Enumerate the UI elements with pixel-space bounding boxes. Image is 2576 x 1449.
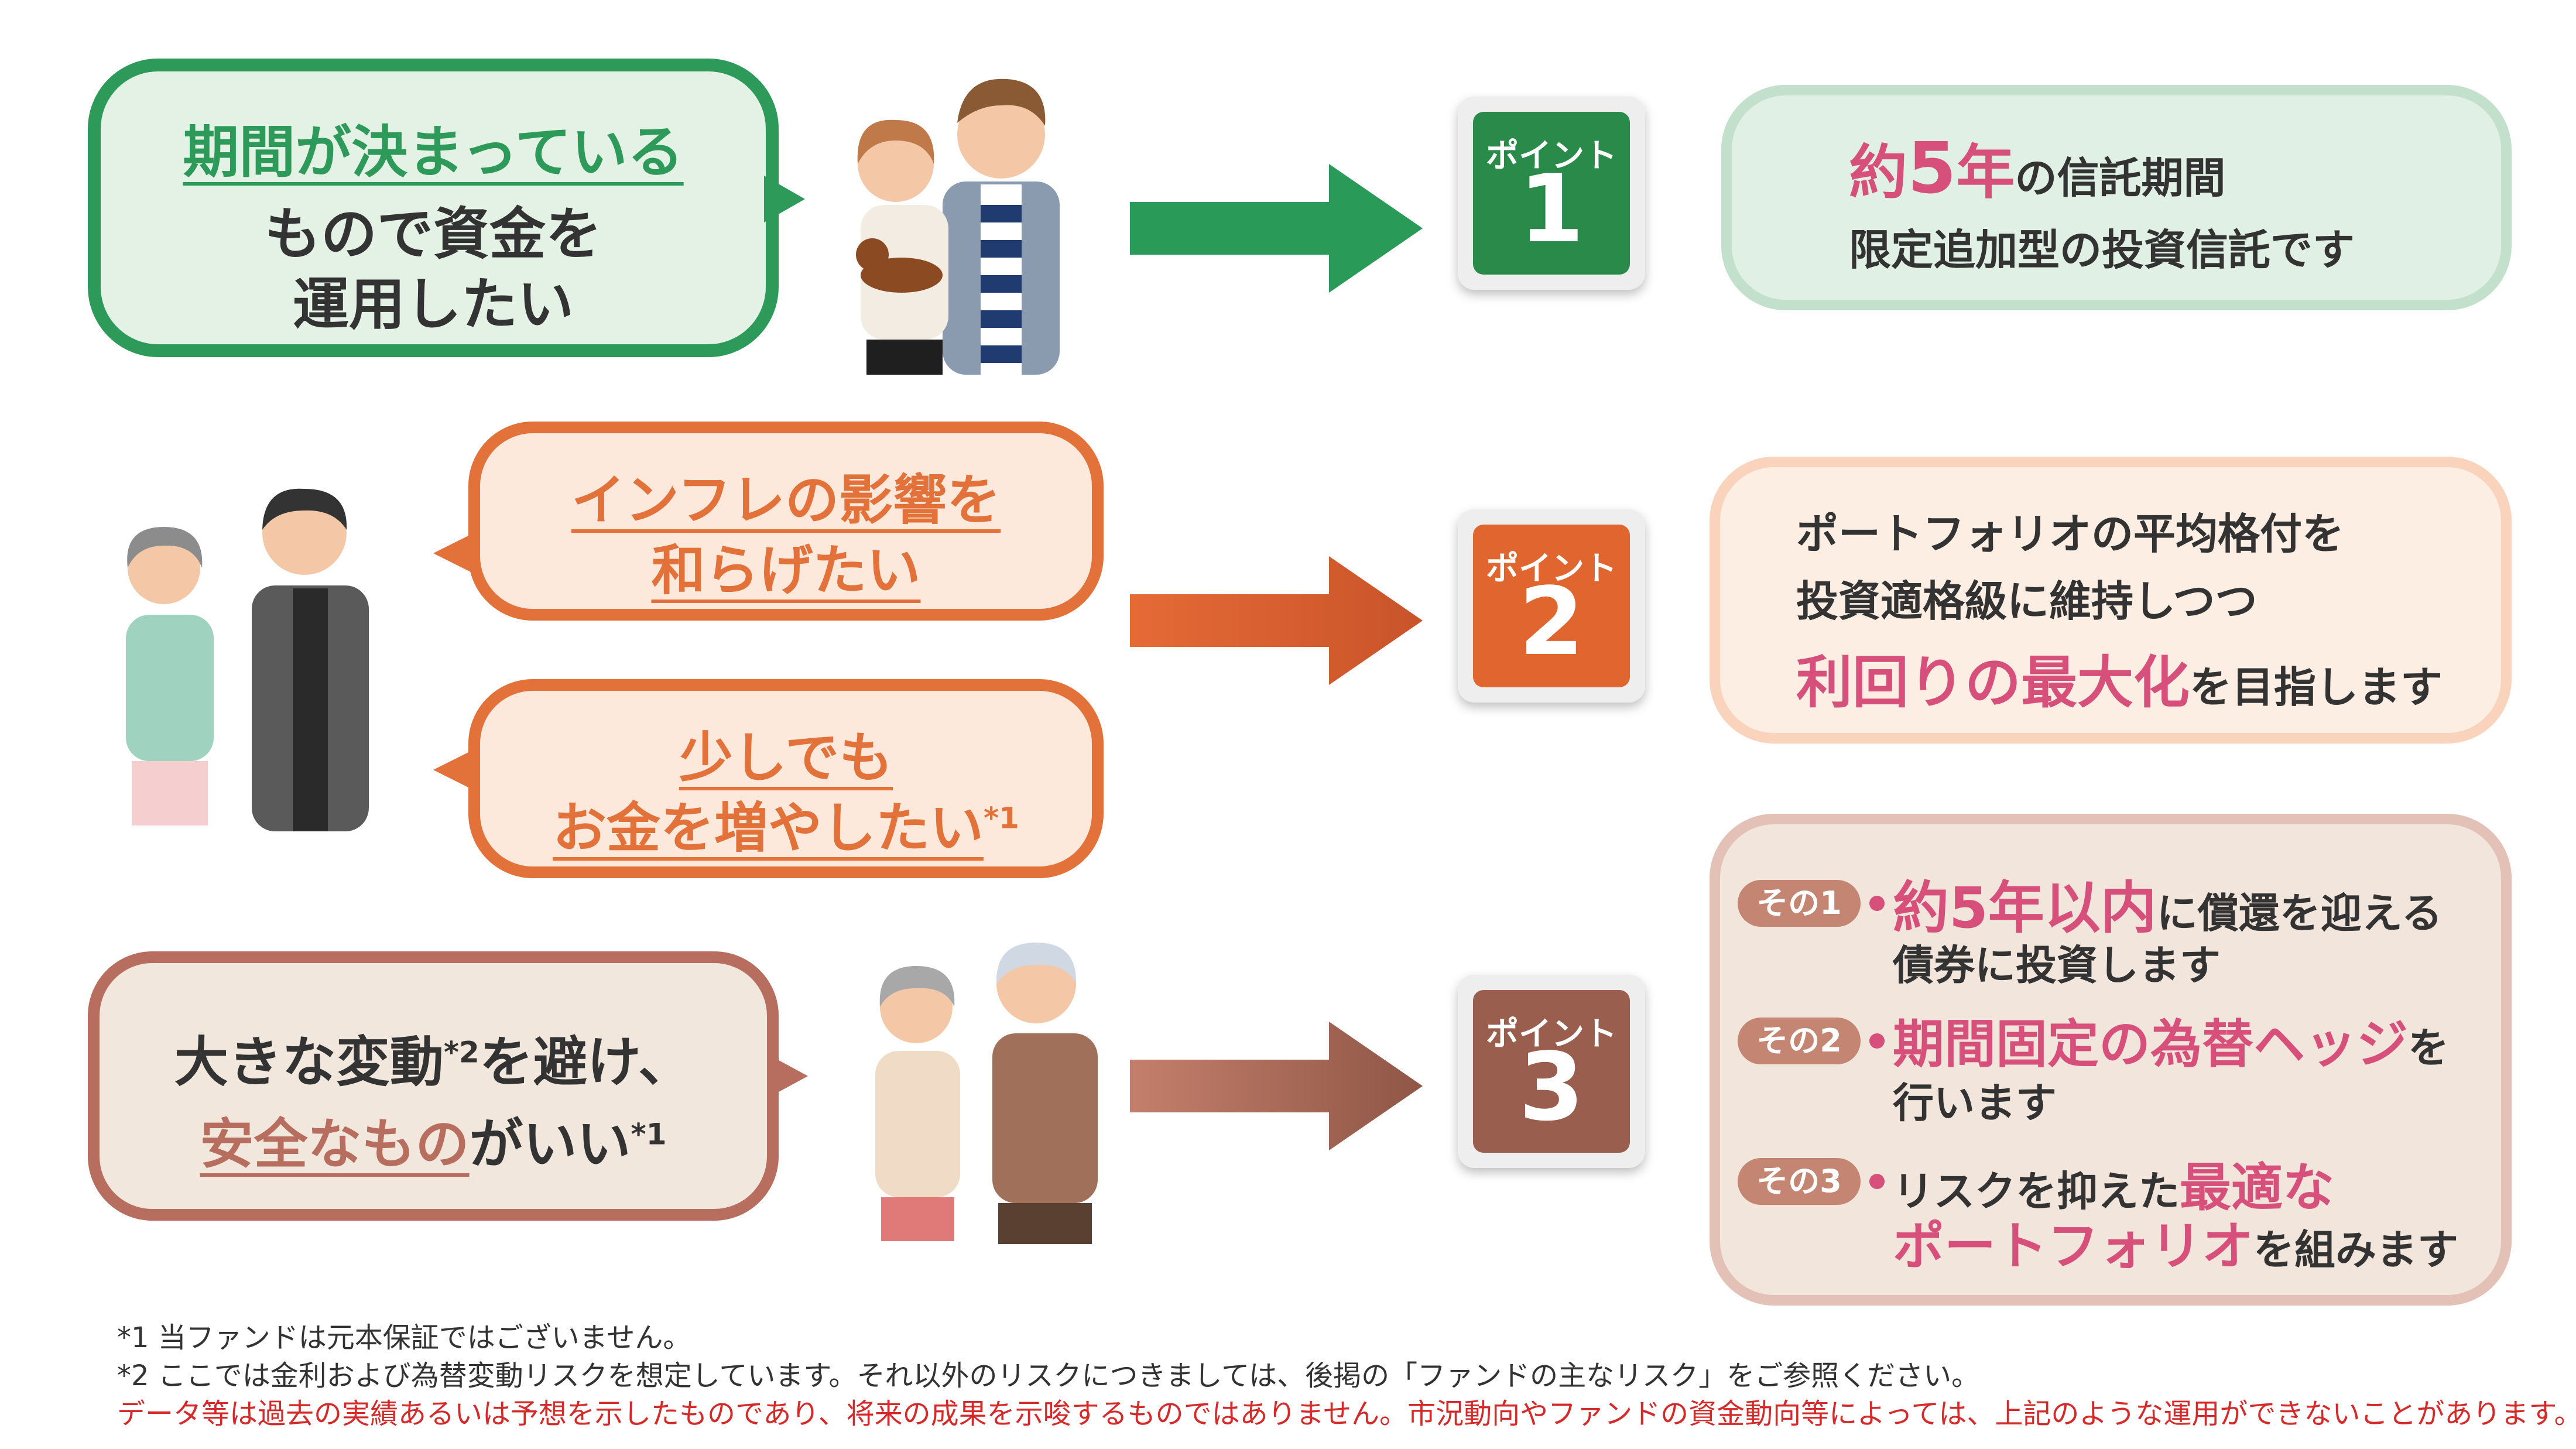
bullet-icon: [1869, 896, 1885, 911]
point-number: 2: [1519, 567, 1584, 676]
bubble-tail: [433, 533, 474, 574]
arrow-right-icon: [1130, 164, 1423, 293]
footnote-2: *2 ここでは金利および為替変動リスクを想定しています。それ以外のリスクにつきま…: [117, 1359, 1980, 1392]
point-badge-2: ポイント 2: [1458, 509, 1645, 703]
speech-bubble-safety: 大きな変動*2を避け、 安全なものがいい*1: [88, 951, 779, 1221]
bubble-heading: 少しでも: [679, 727, 893, 789]
speech-bubble-inflation: インフレの影響を 和らげたい: [468, 422, 1104, 621]
senior-couple-illustration: [875, 943, 1098, 1244]
bullet-icon: [1869, 1033, 1885, 1049]
point-number: 3: [1519, 1032, 1584, 1142]
bullet-icon: [1869, 1174, 1885, 1189]
bubble-tail: [433, 749, 474, 790]
item-tag: その2: [1738, 1018, 1861, 1064]
item-line: 期間固定の為替ヘッジを: [1893, 1014, 2450, 1074]
bubble-heading: お金を増やしたい*1: [553, 797, 1019, 859]
item-line: 債券に投資します: [1893, 941, 2221, 989]
bubble-tail: [767, 1054, 808, 1098]
panel-line: 投資適格級に維持しつつ: [1796, 577, 2258, 626]
speech-bubble-increase-money: 少しでも お金を増やしたい*1: [468, 679, 1104, 878]
bubble-text-line: もので資金を: [265, 201, 602, 267]
item-line: 行います: [1893, 1079, 2057, 1127]
footnote-1: *1 当ファンドは元本保証ではございません。: [117, 1321, 691, 1354]
speech-bubble-fixed-period: 期間が決まっている もので資金を 運用したい: [88, 59, 779, 357]
point-label: ポイント: [1486, 1015, 1617, 1053]
arrow-right-icon: [1130, 1022, 1423, 1150]
bubble-text-line: 安全なものがいい*1: [200, 1113, 667, 1176]
panel-line: 約5年の信託期間: [1849, 128, 2226, 210]
item-tag: その1: [1738, 880, 1861, 927]
bubble-heading: インフレの影響を: [571, 469, 1001, 532]
point-badge-3: ポイント 3: [1458, 975, 1645, 1168]
panel-line: 利回りの最大化を目指します: [1796, 650, 2443, 715]
item-tag: その3: [1738, 1158, 1861, 1205]
bubble-heading: 期間が決まっている: [183, 119, 684, 185]
item-line: 約5年以内に償還を迎える: [1893, 875, 2443, 941]
point-label: ポイント: [1486, 550, 1617, 588]
item-line: ポートフォリオを組みます: [1893, 1216, 2459, 1276]
panel-line: ポートフォリオの平均格付を: [1796, 509, 2345, 559]
bubble-text-line: 運用したい: [293, 272, 574, 337]
middle-aged-couple-illustration: [126, 488, 369, 831]
feature-panel-3: その1 約5年以内に償還を迎える 債券に投資します その2 期間固定の為替ヘッジ…: [1710, 814, 2512, 1306]
bubble-tail: [764, 176, 805, 222]
disclaimer: データ等は過去の実績あるいは予想を示したものであり、将来の成果を示唆するものでは…: [117, 1397, 2576, 1430]
panel-line: 限定追加型の投資信託です: [1849, 225, 2355, 275]
point-badge-1: ポイント 1: [1458, 97, 1645, 290]
feature-panel-1: 約5年の信託期間 限定追加型の投資信託です: [1721, 85, 2512, 310]
point-number: 1: [1519, 154, 1584, 263]
point-label: ポイント: [1486, 137, 1617, 175]
young-couple-with-dog-illustration: [856, 78, 1060, 375]
bubble-text-line: 大きな変動*2を避け、: [174, 1031, 693, 1094]
arrow-right-icon: [1130, 556, 1423, 685]
item-line: リスクを抑えた最適な: [1893, 1157, 2335, 1218]
feature-panel-2: ポートフォリオの平均格付を 投資適格級に維持しつつ 利回りの最大化を目指します: [1710, 457, 2512, 744]
bubble-heading: 和らげたい: [651, 539, 921, 602]
